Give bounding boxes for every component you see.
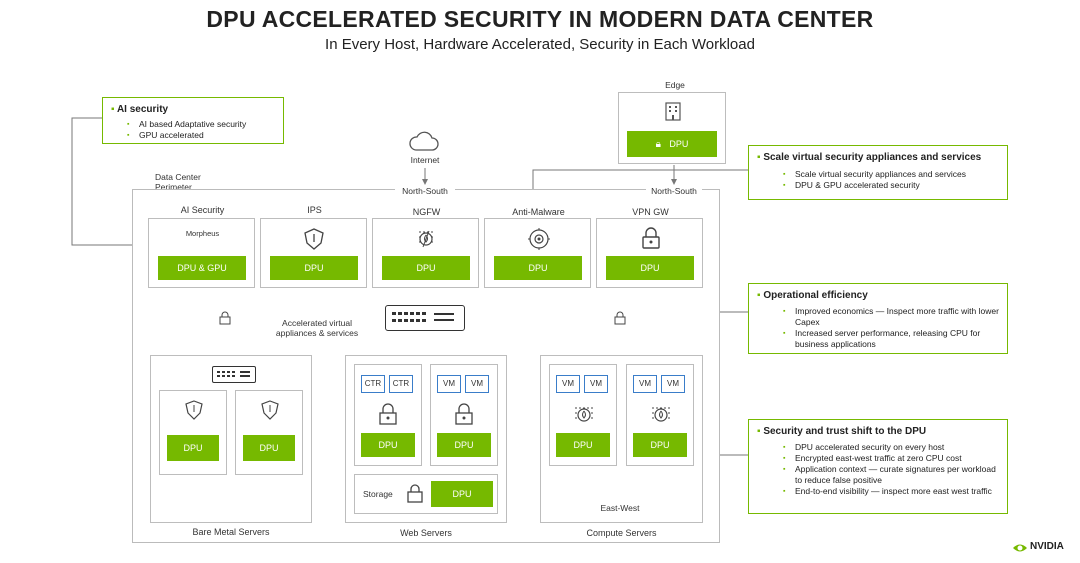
- web-server-dpu-2: DPU: [437, 433, 491, 457]
- storage-box: Storage DPU: [354, 474, 498, 514]
- appliance-label-ai-security: AI Security: [180, 205, 225, 215]
- compute-servers-label: Compute Servers: [586, 528, 657, 538]
- compute-server-dpu-2: DPU: [633, 433, 687, 457]
- bare-metal-dpu-2: DPU: [243, 435, 295, 461]
- compute-server-dpu-1: DPU: [556, 433, 610, 457]
- callout-ops-head: Operational efficiency: [757, 290, 999, 301]
- bare-metal-server-2: DPU: [235, 390, 303, 475]
- target-scan-icon: [527, 227, 551, 251]
- vm-tag: VM: [661, 375, 685, 393]
- callout-trust-head: Security and trust shift to the DPU: [757, 426, 999, 437]
- cloud-icon: [408, 130, 440, 152]
- north-south-label-left: North-South: [395, 186, 455, 196]
- callout-scale-item: DPU & GPU accelerated security: [783, 180, 999, 191]
- page-subtitle: In Every Host, Hardware Accelerated, Sec…: [325, 36, 755, 53]
- callout-scale: Scale virtual security appliances and se…: [748, 145, 1008, 200]
- lock-icon: [219, 311, 231, 325]
- edge-label: Edge: [665, 80, 685, 90]
- appliance-label-anti-malware: Anti-Malware: [512, 207, 565, 217]
- web-server-1: CTR CTR DPU: [354, 364, 422, 466]
- network-switch-icon: [385, 305, 465, 331]
- callout-ops-item: Increased server performance, releasing …: [783, 328, 999, 350]
- appliance-label-ips: IPS: [307, 205, 322, 215]
- bare-metal-dpu-1: DPU: [167, 435, 219, 461]
- appliance-anti-malware-dpu: DPU: [494, 256, 582, 280]
- storage-dpu: DPU: [431, 481, 493, 507]
- morpheus-label: Morpheus: [185, 229, 220, 238]
- callout-trust-item: Encrypted east-west traffic at zero CPU …: [783, 453, 999, 464]
- vm-tag: VM: [633, 375, 657, 393]
- appliance-ai-security: Morpheus DPU & GPU: [148, 218, 255, 288]
- bare-metal-servers-label: Bare Metal Servers: [192, 527, 270, 537]
- appliance-ips-dpu: DPU: [270, 256, 358, 280]
- web-server-dpu-1: DPU: [361, 433, 415, 457]
- north-south-label-right: North-South: [646, 186, 702, 196]
- storage-label: Storage: [363, 489, 393, 499]
- container-tag: CTR: [361, 375, 385, 393]
- callout-scale-item: Scale virtual security appliances and se…: [783, 169, 999, 180]
- callout-trust-item: DPU accelerated security on every host: [783, 442, 999, 453]
- accelerated-label: Accelerated virtual appliances & service…: [275, 318, 359, 338]
- firewall-icon: [413, 227, 439, 251]
- callout-ai-head: AI security: [111, 104, 275, 115]
- appliance-ngfw: DPU: [372, 218, 479, 288]
- vm-tag: VM: [437, 375, 461, 393]
- compute-servers-group: VM VM DPU VM VM DPU: [540, 355, 703, 523]
- compute-server-1: VM VM DPU: [549, 364, 617, 466]
- lock-icon: [455, 403, 473, 425]
- appliance-vpn-gw: DPU: [596, 218, 703, 288]
- appliance-anti-malware: DPU: [484, 218, 591, 288]
- nvidia-logo-text: NVIDIA: [1030, 541, 1064, 552]
- shield-icon: [260, 399, 280, 421]
- nvidia-logo: NVIDIA: [1012, 540, 1074, 556]
- callout-ai-item: AI based Adaptative security: [127, 119, 275, 130]
- nvidia-eye-icon: [1013, 544, 1027, 552]
- firewall-icon: [571, 403, 597, 427]
- vm-tag: VM: [584, 375, 608, 393]
- callout-scale-head: Scale virtual security appliances and se…: [757, 152, 999, 163]
- lock-icon: 🔒︎: [655, 139, 661, 150]
- appliance-label-vpn-gw: VPN GW: [632, 207, 669, 217]
- shield-icon: [184, 399, 204, 421]
- appliance-ai-security-dpu: DPU & GPU: [158, 256, 246, 280]
- callout-trust-item: End-to-end visibility — inspect more eas…: [783, 486, 999, 497]
- web-servers-label: Web Servers: [400, 528, 452, 538]
- page-title: DPU ACCELERATED SECURITY IN MODERN DATA …: [206, 6, 874, 32]
- compute-server-2: VM VM DPU: [626, 364, 694, 466]
- lock-icon: [641, 226, 661, 250]
- callout-ops-item: Improved economics — Inspect more traffi…: [783, 306, 999, 328]
- appliance-vpn-gw-dpu: DPU: [606, 256, 694, 280]
- vm-tag: VM: [556, 375, 580, 393]
- callout-trust: Security and trust shift to the DPU DPU …: [748, 419, 1008, 514]
- appliance-ngfw-dpu: DPU: [382, 256, 470, 280]
- lock-icon: [379, 403, 397, 425]
- callout-operational: Operational efficiency Improved economic…: [748, 283, 1008, 354]
- appliance-ips: DPU: [260, 218, 367, 288]
- container-tag: CTR: [389, 375, 413, 393]
- callout-ai-item: GPU accelerated: [127, 130, 275, 141]
- shield-icon: [303, 227, 325, 251]
- lock-icon: [407, 483, 423, 503]
- east-west-label: East-West: [600, 503, 640, 513]
- web-server-2: VM VM DPU: [430, 364, 498, 466]
- callout-ai-security: AI security AI based Adaptative security…: [102, 97, 284, 144]
- edge-box: 🔒︎ DPU: [618, 92, 726, 164]
- firewall-icon: [648, 403, 674, 427]
- perimeter-label: Data Center Perimeter: [155, 172, 201, 192]
- vm-tag: VM: [465, 375, 489, 393]
- callout-trust-item: Application context — curate signatures …: [783, 464, 999, 486]
- internet-label: Internet: [410, 155, 440, 165]
- web-servers-group: CTR CTR DPU VM VM DPU Storage DPU: [345, 355, 507, 523]
- edge-dpu: 🔒︎ DPU: [627, 131, 717, 157]
- appliance-label-ngfw: NGFW: [412, 207, 441, 217]
- bare-metal-servers-group: DPU DPU: [150, 355, 312, 523]
- building-icon: [663, 101, 683, 121]
- network-switch-icon: [212, 366, 256, 383]
- bare-metal-server-1: DPU: [159, 390, 227, 475]
- lock-icon: [614, 311, 626, 325]
